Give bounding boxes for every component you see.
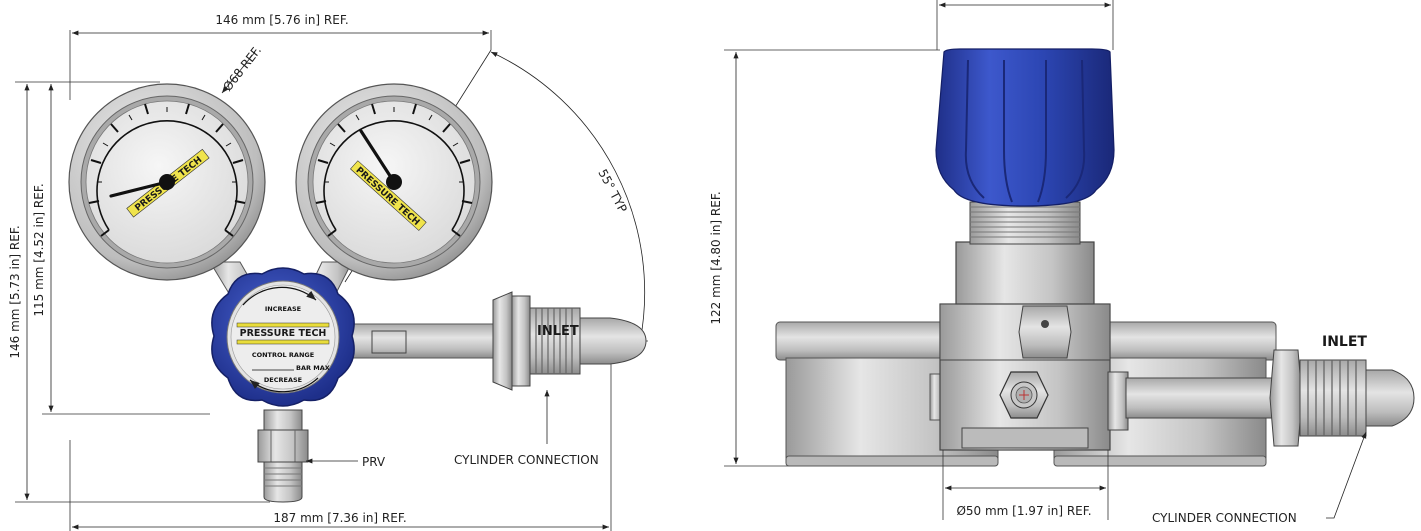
prv-thread-lines — [264, 467, 302, 487]
inlet-window — [371, 330, 407, 354]
front-prv-label: PRV — [362, 455, 386, 469]
side-dim-height: 122 mm [4.80 in] REF. — [709, 191, 723, 324]
side-cylinder-leader — [1326, 431, 1367, 519]
side-inlet-thread-lines — [1307, 360, 1357, 436]
knob-bar-max: BAR MAX — [296, 364, 330, 372]
body-hex-fitting — [1018, 305, 1072, 359]
front-cylinder-label: CYLINDER CONNECTION — [454, 453, 599, 467]
side-dim-body-dia: Ø50 mm [1.97 in] REF. — [956, 504, 1091, 518]
knob-brand: PRESSURE TECH — [240, 328, 327, 339]
knob-increase: INCREASE — [265, 305, 301, 313]
bonnet — [955, 241, 1095, 305]
dim-overall-height: 146 mm [5.73 in] REF. — [8, 225, 22, 358]
side-inlet-label: INLET — [1322, 334, 1367, 350]
gauge-left: PRESSURE TECH — [68, 83, 266, 281]
prv-outlet — [263, 461, 303, 503]
control-knob: INCREASE PRESSURE TECH CONTROL RANGE BAR… — [211, 267, 355, 407]
dim-overall-width: 146 mm [5.76 in] REF. — [215, 13, 348, 27]
inlet-hex-nut — [492, 291, 513, 391]
front-inlet-label: INLET — [537, 324, 579, 339]
dim-bottom-width: 187 mm [7.36 in] REF. — [273, 511, 406, 525]
gauge-dia-leader — [221, 51, 256, 94]
inlet-nut-body — [511, 295, 531, 387]
side-inlet-thread — [1299, 359, 1367, 437]
side-inlet-collar — [1107, 371, 1129, 431]
side-cylinder-label: CYLINDER CONNECTION — [1152, 511, 1297, 525]
side-inlet-nipple — [1365, 369, 1415, 427]
gauge-right: PRESSURE TECH — [295, 83, 493, 281]
side-inlet-hex — [1269, 349, 1303, 447]
bonnet-thread — [969, 201, 1081, 245]
dim-gauge-height: 115 mm [4.52 in] REF. — [32, 183, 46, 316]
prv-neck — [263, 409, 303, 431]
body-port — [999, 371, 1049, 419]
front-view: 146 mm [5.76 in] REF. 146 mm [5.73 in] R… — [8, 13, 648, 531]
inlet-nipple — [579, 317, 647, 365]
dim-gauge-dia: Ø68 REF. — [220, 43, 264, 94]
knob-control-range: CONTROL RANGE — [252, 351, 314, 359]
prv-hex — [257, 429, 309, 463]
side-inlet-tube — [1125, 377, 1277, 419]
inlet-thread-lines — [535, 308, 573, 374]
extension-lines — [15, 30, 648, 531]
knob-decrease: DECREASE — [264, 376, 302, 384]
side-view: 122 mm [4.80 in] REF. — [709, 0, 1415, 525]
side-knob — [935, 48, 1115, 207]
bonnet-thread-lines — [970, 206, 1080, 238]
angle-arc — [490, 51, 646, 343]
inlet-tube — [349, 323, 497, 359]
